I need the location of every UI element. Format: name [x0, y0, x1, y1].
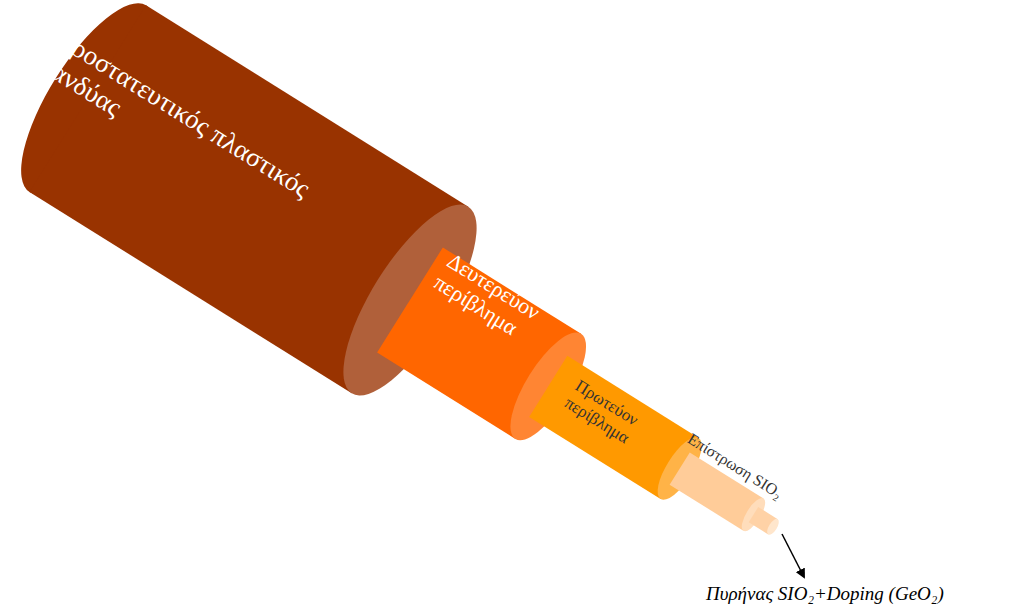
leader-arrow: [782, 534, 804, 577]
core: [749, 507, 781, 537]
part-label: Πυρήνας SIO₂+Doping (GeO₂): [706, 583, 944, 605]
